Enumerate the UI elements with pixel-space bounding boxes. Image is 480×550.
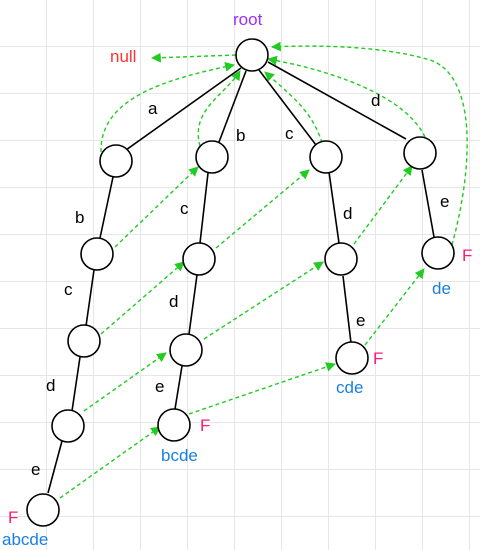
fail-link-abc-bc: [100, 261, 185, 335]
edge-label-d-1: d: [46, 376, 55, 395]
fail-link-abcd-bcd: [83, 352, 167, 412]
node-de: [421, 236, 455, 270]
edge-label-d-2: d: [169, 292, 178, 311]
flag-abcde: F: [8, 508, 18, 527]
node-abc: [67, 324, 101, 358]
node-ab: [80, 237, 114, 271]
node-bc: [182, 242, 216, 276]
tree-edges: [47, 61, 435, 494]
node-root: [235, 38, 269, 72]
edge-label-a: a: [148, 99, 158, 118]
edge-c3-d3: [328, 171, 340, 244]
fail-link-de-root: [271, 41, 468, 246]
node-a: [99, 144, 133, 178]
fail-link-root-null: [151, 52, 237, 63]
edge-b-c: [85, 269, 95, 327]
edge-labels: a b c d b c d e c d e d e e: [31, 91, 449, 479]
failure-links: [59, 41, 468, 499]
node-abcd: [51, 409, 85, 443]
word-labels: abcde bcde cde de: [2, 279, 451, 549]
edge-label-e-4: e: [440, 192, 449, 211]
node-bcd: [169, 333, 203, 367]
node-c: [309, 140, 343, 174]
node-cde: [335, 341, 369, 375]
end-flags: F F F F: [8, 246, 472, 527]
word-label-cde: cde: [336, 378, 363, 397]
fail-link-cd-d: [353, 165, 413, 245]
fail-link-a-root: [100, 61, 235, 153]
edge-label-e-3: e: [356, 311, 365, 330]
edge-label-b-1: b: [75, 208, 84, 227]
edge-c-d: [71, 356, 81, 412]
edge-c2-d2: [188, 274, 198, 335]
fail-link-bc-c: [215, 169, 310, 249]
trie-nodes: [26, 38, 455, 527]
edge-root-b: [218, 70, 247, 143]
word-label-de: de: [432, 279, 451, 298]
word-label-abcde: abcde: [2, 530, 48, 549]
fail-link-bcde-cde: [188, 362, 336, 415]
edge-label-c-top: c: [285, 124, 294, 143]
node-b: [195, 140, 229, 174]
flag-cde: F: [373, 349, 383, 368]
node-cd: [324, 242, 358, 276]
null-label: null: [110, 47, 136, 66]
fail-link-c-root: [264, 71, 323, 144]
edge-root-d: [267, 61, 407, 140]
fail-link-bcd-cd: [203, 261, 324, 340]
edge-b2-c2: [199, 172, 209, 244]
flag-bcde: F: [200, 416, 210, 435]
fail-link-b-root: [197, 70, 241, 147]
edge-root-c: [258, 69, 317, 146]
edge-label-d-3: d: [343, 204, 352, 223]
flag-de: F: [462, 246, 472, 265]
edge-label-e-1: e: [31, 460, 40, 479]
edge-root-a: [125, 67, 242, 151]
node-d: [403, 136, 437, 170]
edge-a-b: [99, 176, 114, 239]
edge-d2-e2: [174, 365, 183, 410]
edge-label-e-2: e: [155, 377, 164, 396]
edge-label-d-top: d: [371, 91, 380, 110]
fail-link-d-root: [267, 55, 426, 138]
edge-label-c-1: c: [64, 280, 73, 299]
edge-label-b-top: b: [236, 126, 245, 145]
fail-link-cde-de: [364, 268, 425, 346]
node-abcde: [26, 493, 60, 527]
node-bcde: [157, 408, 191, 442]
edge-d3-e3: [342, 275, 352, 344]
word-label-bcde: bcde: [161, 446, 198, 465]
fail-link-ab-b: [114, 166, 199, 248]
root-label: root: [233, 10, 263, 29]
edge-label-c-2: c: [180, 199, 189, 218]
edge-d-e: [47, 440, 63, 494]
edge-d4-e4: [421, 169, 435, 238]
